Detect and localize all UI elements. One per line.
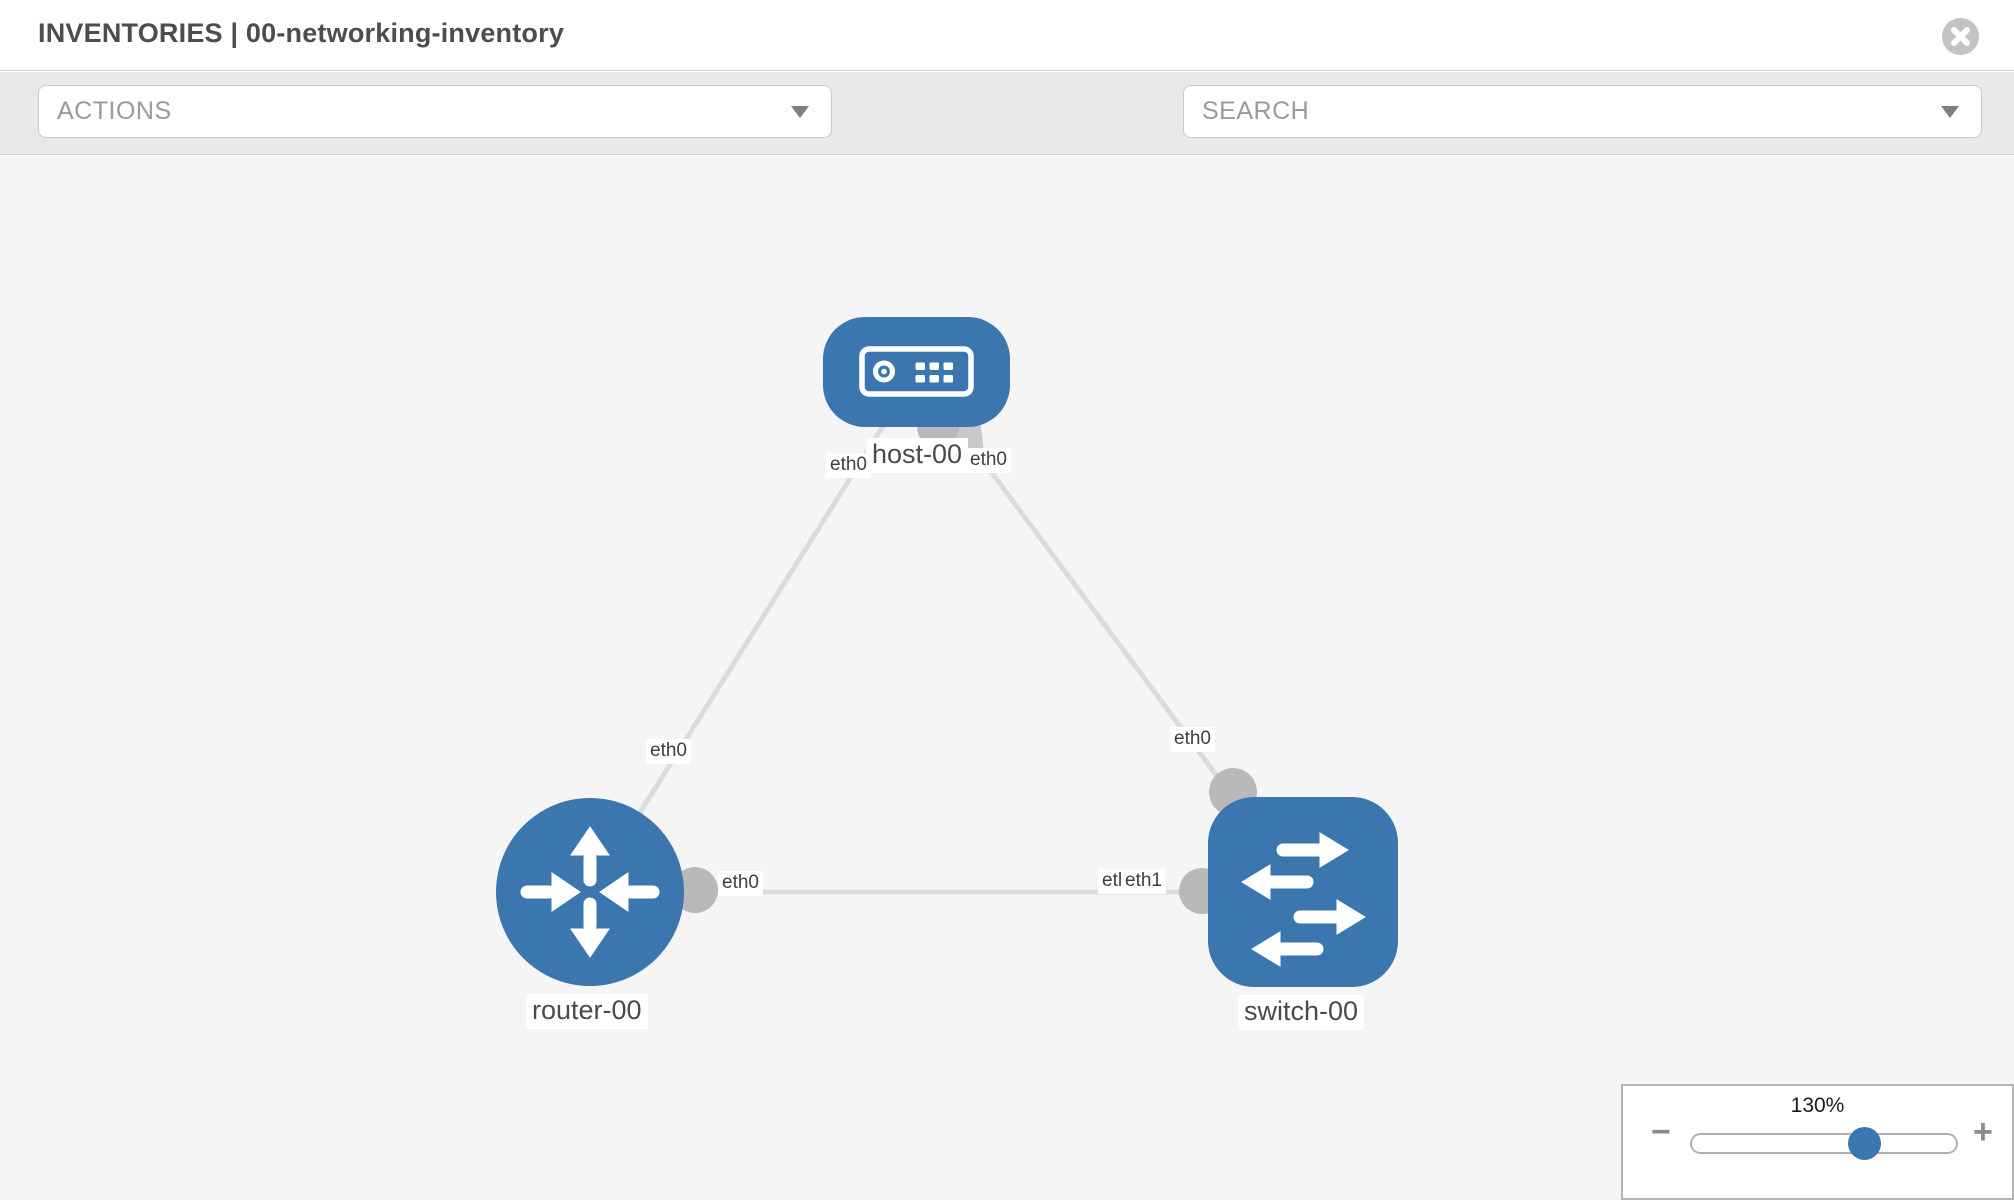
actions-dropdown-label: ACTIONS [57,97,172,125]
topology-links-layer [587,370,1306,914]
chevron-down-icon [1941,105,1959,118]
node-switch-00[interactable] [1208,797,1398,987]
if-label-router-eth0: eth0 [718,871,763,896]
search-dropdown[interactable]: SEARCH [1183,85,1982,138]
zoom-in-button[interactable]: + [1973,1113,1993,1151]
node-label-router: router-00 [526,994,648,1029]
toolbar: ACTIONS SEARCH [0,72,2014,203]
close-button[interactable] [1942,18,1979,55]
actions-dropdown[interactable]: ACTIONS [38,85,832,138]
chevron-down-icon [791,105,809,118]
node-router-00[interactable] [496,798,684,986]
zoom-out-button[interactable]: − [1651,1113,1671,1151]
search-placeholder: SEARCH [1202,97,1310,125]
if-label-switch-eth1: eth1 [1121,869,1166,894]
close-icon [1942,18,1979,55]
host-icon [859,346,974,397]
if-label-switch-eth0: eth0 [1170,727,1215,752]
zoom-slider-thumb[interactable] [1848,1127,1881,1160]
if-label-host-eth0-right: eth0 [966,448,1011,473]
node-host-00[interactable] [823,317,1010,427]
if-label-router-eth0-up: eth0 [646,739,691,764]
page-title: INVENTORIES | 00-networking-inventory [38,18,565,48]
topology-canvas[interactable]: host-00 router-00 switch-00 eth0 eth0 et… [0,156,2014,1200]
node-label-host: host-00 [866,438,969,473]
router-icon [520,826,660,958]
header: INVENTORIES | 00-networking-inventory [0,0,2014,71]
if-label-host-eth0-left: eth0 [826,453,871,478]
zoom-level-value: 130% [1790,1094,1845,1117]
node-label-switch: switch-00 [1238,995,1365,1030]
zoom-slider[interactable] [1690,1127,1958,1160]
switch-icon [1241,832,1366,967]
zoom-panel: 130% − + [1621,1084,2014,1200]
